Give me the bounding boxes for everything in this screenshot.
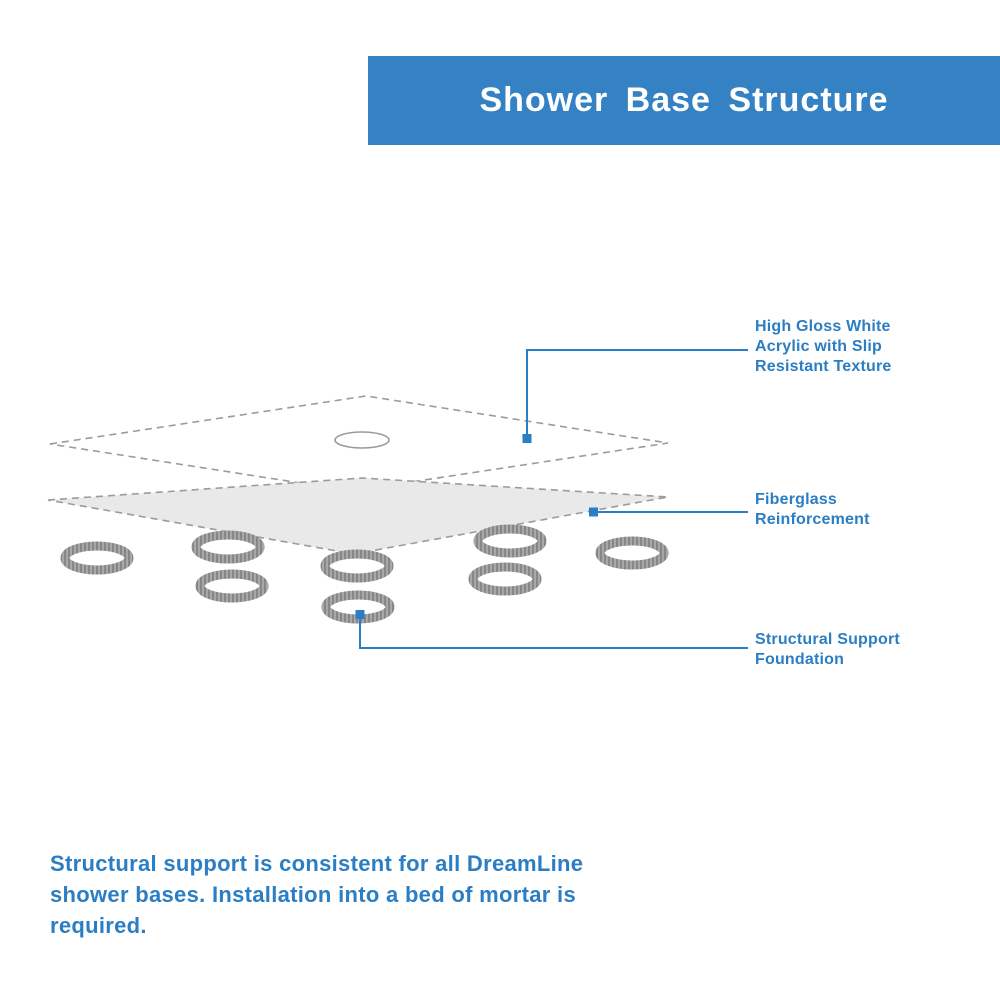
support-ring xyxy=(60,541,134,575)
label-fiberglass: Fiberglass Reinforcement xyxy=(755,490,870,530)
label-fiberglass-line-1: Fiberglass xyxy=(755,491,838,508)
label-acrylic: High Gloss White Acrylic with Slip Resis… xyxy=(755,317,891,377)
leader-line-acrylic xyxy=(526,349,748,434)
title-banner: Shower Base Structure xyxy=(368,56,1000,145)
leader-dot-fiberglass xyxy=(589,507,598,517)
leader-dot-acrylic xyxy=(522,434,532,443)
support-ring xyxy=(473,524,547,558)
label-acrylic-line-2: Acrylic with Slip xyxy=(755,338,882,355)
footer-note: Structural support is consistent for all… xyxy=(50,851,584,938)
leader-dot-support xyxy=(355,610,365,619)
leader-lines xyxy=(355,349,748,649)
drain-ellipse xyxy=(334,431,390,449)
page-title: Shower Base Structure xyxy=(479,81,889,119)
label-fiberglass-line-2: Reinforcement xyxy=(755,511,870,528)
support-ring xyxy=(320,549,394,583)
fiberglass-layer xyxy=(47,477,669,555)
support-ring xyxy=(595,536,669,570)
support-ring xyxy=(468,562,542,596)
acrylic-layer-outline xyxy=(49,395,669,492)
label-support: Structural Support Foundation xyxy=(755,630,900,670)
label-support-line-1: Structural Support xyxy=(755,631,900,648)
leader-line-support xyxy=(359,619,748,649)
label-acrylic-line-1: High Gloss White xyxy=(755,318,891,335)
support-ring xyxy=(195,569,269,603)
label-acrylic-line-3: Resistant Texture xyxy=(755,358,892,375)
support-ring xyxy=(191,530,265,564)
label-support-line-2: Foundation xyxy=(755,651,845,668)
